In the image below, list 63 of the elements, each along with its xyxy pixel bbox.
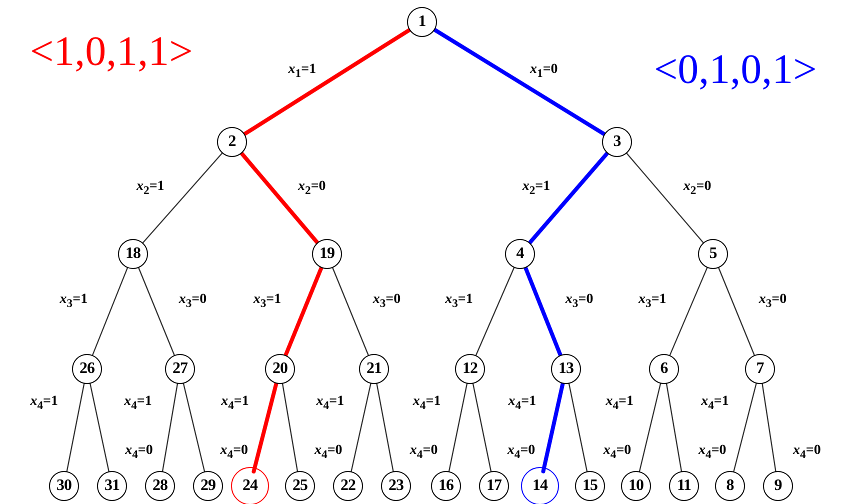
tree-branch (284, 266, 324, 358)
tree-node-circle: 23 (381, 471, 411, 501)
tree-node-circle: 25 (285, 471, 315, 501)
tree-branch (252, 382, 278, 474)
tree-branch (376, 383, 394, 472)
tree-branch (432, 28, 606, 136)
tree-branch (528, 151, 610, 245)
tree-branch (626, 152, 704, 244)
tree-branch (90, 383, 110, 472)
tree-branch (162, 383, 178, 472)
tree-node-circle: 12 (455, 354, 485, 384)
tree-node-circle: 29 (193, 471, 223, 501)
tree-branch (142, 152, 223, 244)
tree-node-circle: 30 (49, 471, 79, 501)
tree-branch (350, 383, 372, 472)
tree-node-circle: 26 (72, 354, 102, 384)
tree-node-circle: 2 (217, 127, 247, 157)
tree-branch (472, 383, 492, 472)
tree-branch (448, 383, 468, 472)
tree-node-circle: 31 (97, 471, 127, 501)
tree-branch (332, 267, 369, 356)
tree-node-circle: 16 (431, 471, 461, 501)
tree-branch (733, 382, 757, 472)
tree-branch (638, 382, 662, 472)
tree-node-circle: 21 (359, 354, 389, 384)
tree-node-circle: 17 (479, 471, 509, 501)
tree-node-circle: 8 (715, 471, 745, 501)
tree-node-circle: 24 (231, 467, 269, 504)
tree-branch (541, 382, 565, 474)
tree-branch (92, 267, 128, 356)
tree-branch (666, 383, 682, 472)
tree-branch (718, 267, 755, 356)
tree-node-circle: 6 (649, 354, 679, 384)
tree-branch (182, 382, 206, 472)
tree-branch (66, 383, 85, 472)
path-vector-label: <0,1,0,1> (654, 48, 817, 92)
tree-node-circle: 18 (118, 239, 148, 269)
tree-branch (282, 383, 298, 472)
tree-node-circle: 1 (407, 7, 437, 37)
tree-branch (475, 267, 515, 356)
tree-node-circle: 22 (333, 471, 363, 501)
tree-node-circle: 14 (521, 467, 559, 504)
tree-branch (242, 28, 412, 136)
tree-node-circle: 9 (763, 471, 793, 501)
tree-node-circle: 4 (505, 239, 535, 269)
tree-node-circle: 28 (145, 471, 175, 501)
tree-node-circle: 20 (265, 354, 295, 384)
tree-branch (669, 267, 708, 356)
tree-node-circle: 13 (551, 354, 581, 384)
tree-branch (240, 151, 320, 245)
tree-node-circle: 3 (602, 127, 632, 157)
tree-branch (568, 383, 588, 472)
tree-node-circle: 19 (312, 239, 342, 269)
tree-node-circle: 10 (621, 471, 651, 501)
tree-branch (138, 267, 175, 356)
path-vector-label: <1,0,1,1> (30, 30, 193, 74)
tree-branch (524, 266, 562, 358)
tree-node-circle: 5 (698, 239, 728, 269)
tree-branch (762, 383, 776, 472)
tree-node-circle: 11 (669, 471, 699, 501)
tree-node-circle: 27 (165, 354, 195, 384)
tree-node-circle: 15 (575, 471, 605, 501)
tree-node-circle: 7 (745, 354, 775, 384)
